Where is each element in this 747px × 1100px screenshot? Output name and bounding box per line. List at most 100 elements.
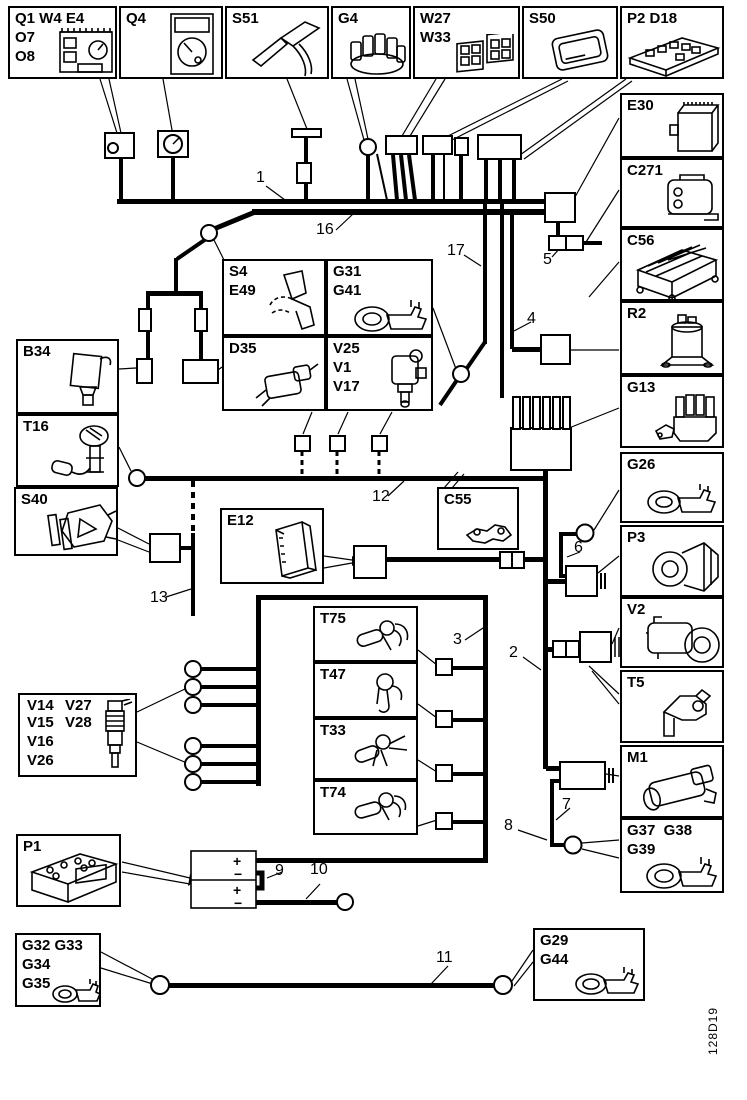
- temp-sensor-icon: [662, 688, 712, 737]
- component-box-c56: C56: [620, 228, 724, 301]
- distributor-icon: [255, 363, 319, 407]
- gauge-icon: [170, 13, 214, 75]
- component-label: G26: [627, 456, 656, 473]
- component-box-t5: T5: [620, 670, 724, 743]
- component-label: G4: [338, 10, 359, 27]
- solenoid-valve-icon: [391, 349, 427, 408]
- component-box-v25: V25 V1 V17: [326, 336, 433, 411]
- component-label: S4: [229, 263, 248, 280]
- component-label: S51: [232, 10, 259, 27]
- battery-icon: [29, 853, 119, 904]
- component-box-m1: M1: [620, 745, 724, 818]
- instrument-cluster-icon: [59, 28, 113, 73]
- wire-label-3: 3: [453, 631, 462, 648]
- switch-bank-icon: [456, 34, 514, 73]
- component-box-injectors: V14 V15 V16 V26 V27 V28: [18, 693, 137, 777]
- component-label: T74: [320, 784, 346, 801]
- injector-icon: [105, 699, 133, 768]
- connector-symbols: [104, 128, 620, 995]
- component-box-t33: T33: [313, 718, 418, 780]
- pressure-switch-icon: [47, 504, 117, 551]
- wire-label-13: 13: [150, 589, 168, 606]
- starter-motor-icon: [642, 764, 717, 811]
- bracket-connector-icon: [465, 524, 513, 544]
- wire-label-5: 5: [543, 251, 552, 268]
- component-box-g26: G26: [620, 452, 724, 523]
- wire-label-11: 11: [436, 949, 453, 966]
- wire-label-8: 8: [504, 817, 513, 834]
- control-module-icon: [669, 102, 720, 152]
- component-box-s40: S40: [14, 487, 118, 556]
- component-box-p2: P2 D18: [620, 6, 724, 79]
- carrier-frame-icon: [635, 244, 719, 300]
- sensor-icon: [354, 792, 407, 821]
- fuel-sender-icon: [51, 425, 109, 476]
- component-label: W33: [420, 29, 451, 46]
- relay-cylinder-icon: [659, 314, 715, 368]
- component-box-g32: G32 G33 G34 G35: [15, 933, 101, 1007]
- component-label: G39: [627, 841, 656, 858]
- component-label: P2 D18: [627, 10, 678, 27]
- battery-minus-terminal: −: [234, 895, 243, 911]
- component-label: P3: [627, 529, 646, 546]
- component-box-t74: T74: [313, 780, 418, 835]
- component-label: O7: [15, 29, 36, 46]
- component-label: T33: [320, 722, 346, 739]
- component-label: T5: [627, 674, 645, 691]
- wire-label-10: 10: [310, 861, 328, 878]
- bulb-cluster-icon: [350, 33, 406, 75]
- component-label: G44: [540, 951, 569, 968]
- component-label: E12: [227, 512, 254, 529]
- component-box-c271: C271: [620, 158, 724, 228]
- ring-terminal-icon: [646, 857, 718, 889]
- component-label: V17: [333, 378, 360, 395]
- component-box-e30: E30: [620, 93, 724, 158]
- component-label: V25: [333, 340, 360, 357]
- component-label: G13: [627, 379, 656, 396]
- component-label: G35: [22, 975, 51, 992]
- component-box-t75: T75: [313, 606, 418, 662]
- sensor-icon: [354, 734, 408, 767]
- component-label: R2: [627, 305, 647, 322]
- wire-label-1: 1: [256, 169, 265, 186]
- component-label: Q1 W4 E4: [15, 10, 85, 27]
- harness-wires: [117, 137, 602, 988]
- component-label: G34: [22, 956, 51, 973]
- ring-terminal-icon: [52, 979, 101, 1003]
- sensor-icon: [356, 620, 409, 651]
- component-label: G29: [540, 932, 569, 949]
- component-box-t47: T47: [313, 662, 418, 718]
- component-box-q1: Q1 W4 E4 O7 O8: [8, 6, 117, 79]
- component-label: V2: [627, 601, 646, 618]
- ring-terminal-icon: [575, 967, 640, 995]
- alternator-icon: [652, 542, 719, 592]
- component-label: T47: [320, 666, 346, 683]
- component-label: C271: [627, 162, 663, 179]
- control-unit-icon: [275, 520, 317, 579]
- panel-switch-icon: [551, 29, 609, 71]
- component-label: G41: [333, 282, 362, 299]
- battery-plus-terminal: +: [233, 853, 242, 869]
- component-label: V26: [27, 752, 54, 769]
- component-box-g31: G31 G41: [326, 259, 433, 336]
- component-label: W27: [420, 10, 451, 27]
- component-label: V14: [27, 697, 54, 714]
- component-box-p3: P3: [620, 525, 724, 597]
- wire-label-6: 6: [574, 539, 583, 556]
- ring-terminal-icon: [647, 484, 717, 514]
- component-box-s51: S51: [225, 6, 329, 79]
- pedal-switch-icon: [269, 270, 315, 331]
- component-label: T16: [23, 418, 49, 435]
- fuse-box-icon: [627, 37, 721, 78]
- wire-label-9: 9: [275, 862, 284, 879]
- battery-plus-terminal: +: [233, 882, 242, 898]
- wire-label-7: 7: [562, 796, 571, 813]
- wire-label-12: 12: [372, 488, 390, 505]
- component-box-g29: G29 G44: [533, 928, 645, 1001]
- component-box-v2: V2: [620, 597, 724, 668]
- sensor-icon: [376, 673, 403, 713]
- component-label: C56: [627, 232, 655, 249]
- component-label: S50: [529, 10, 556, 27]
- component-label: E49: [229, 282, 256, 299]
